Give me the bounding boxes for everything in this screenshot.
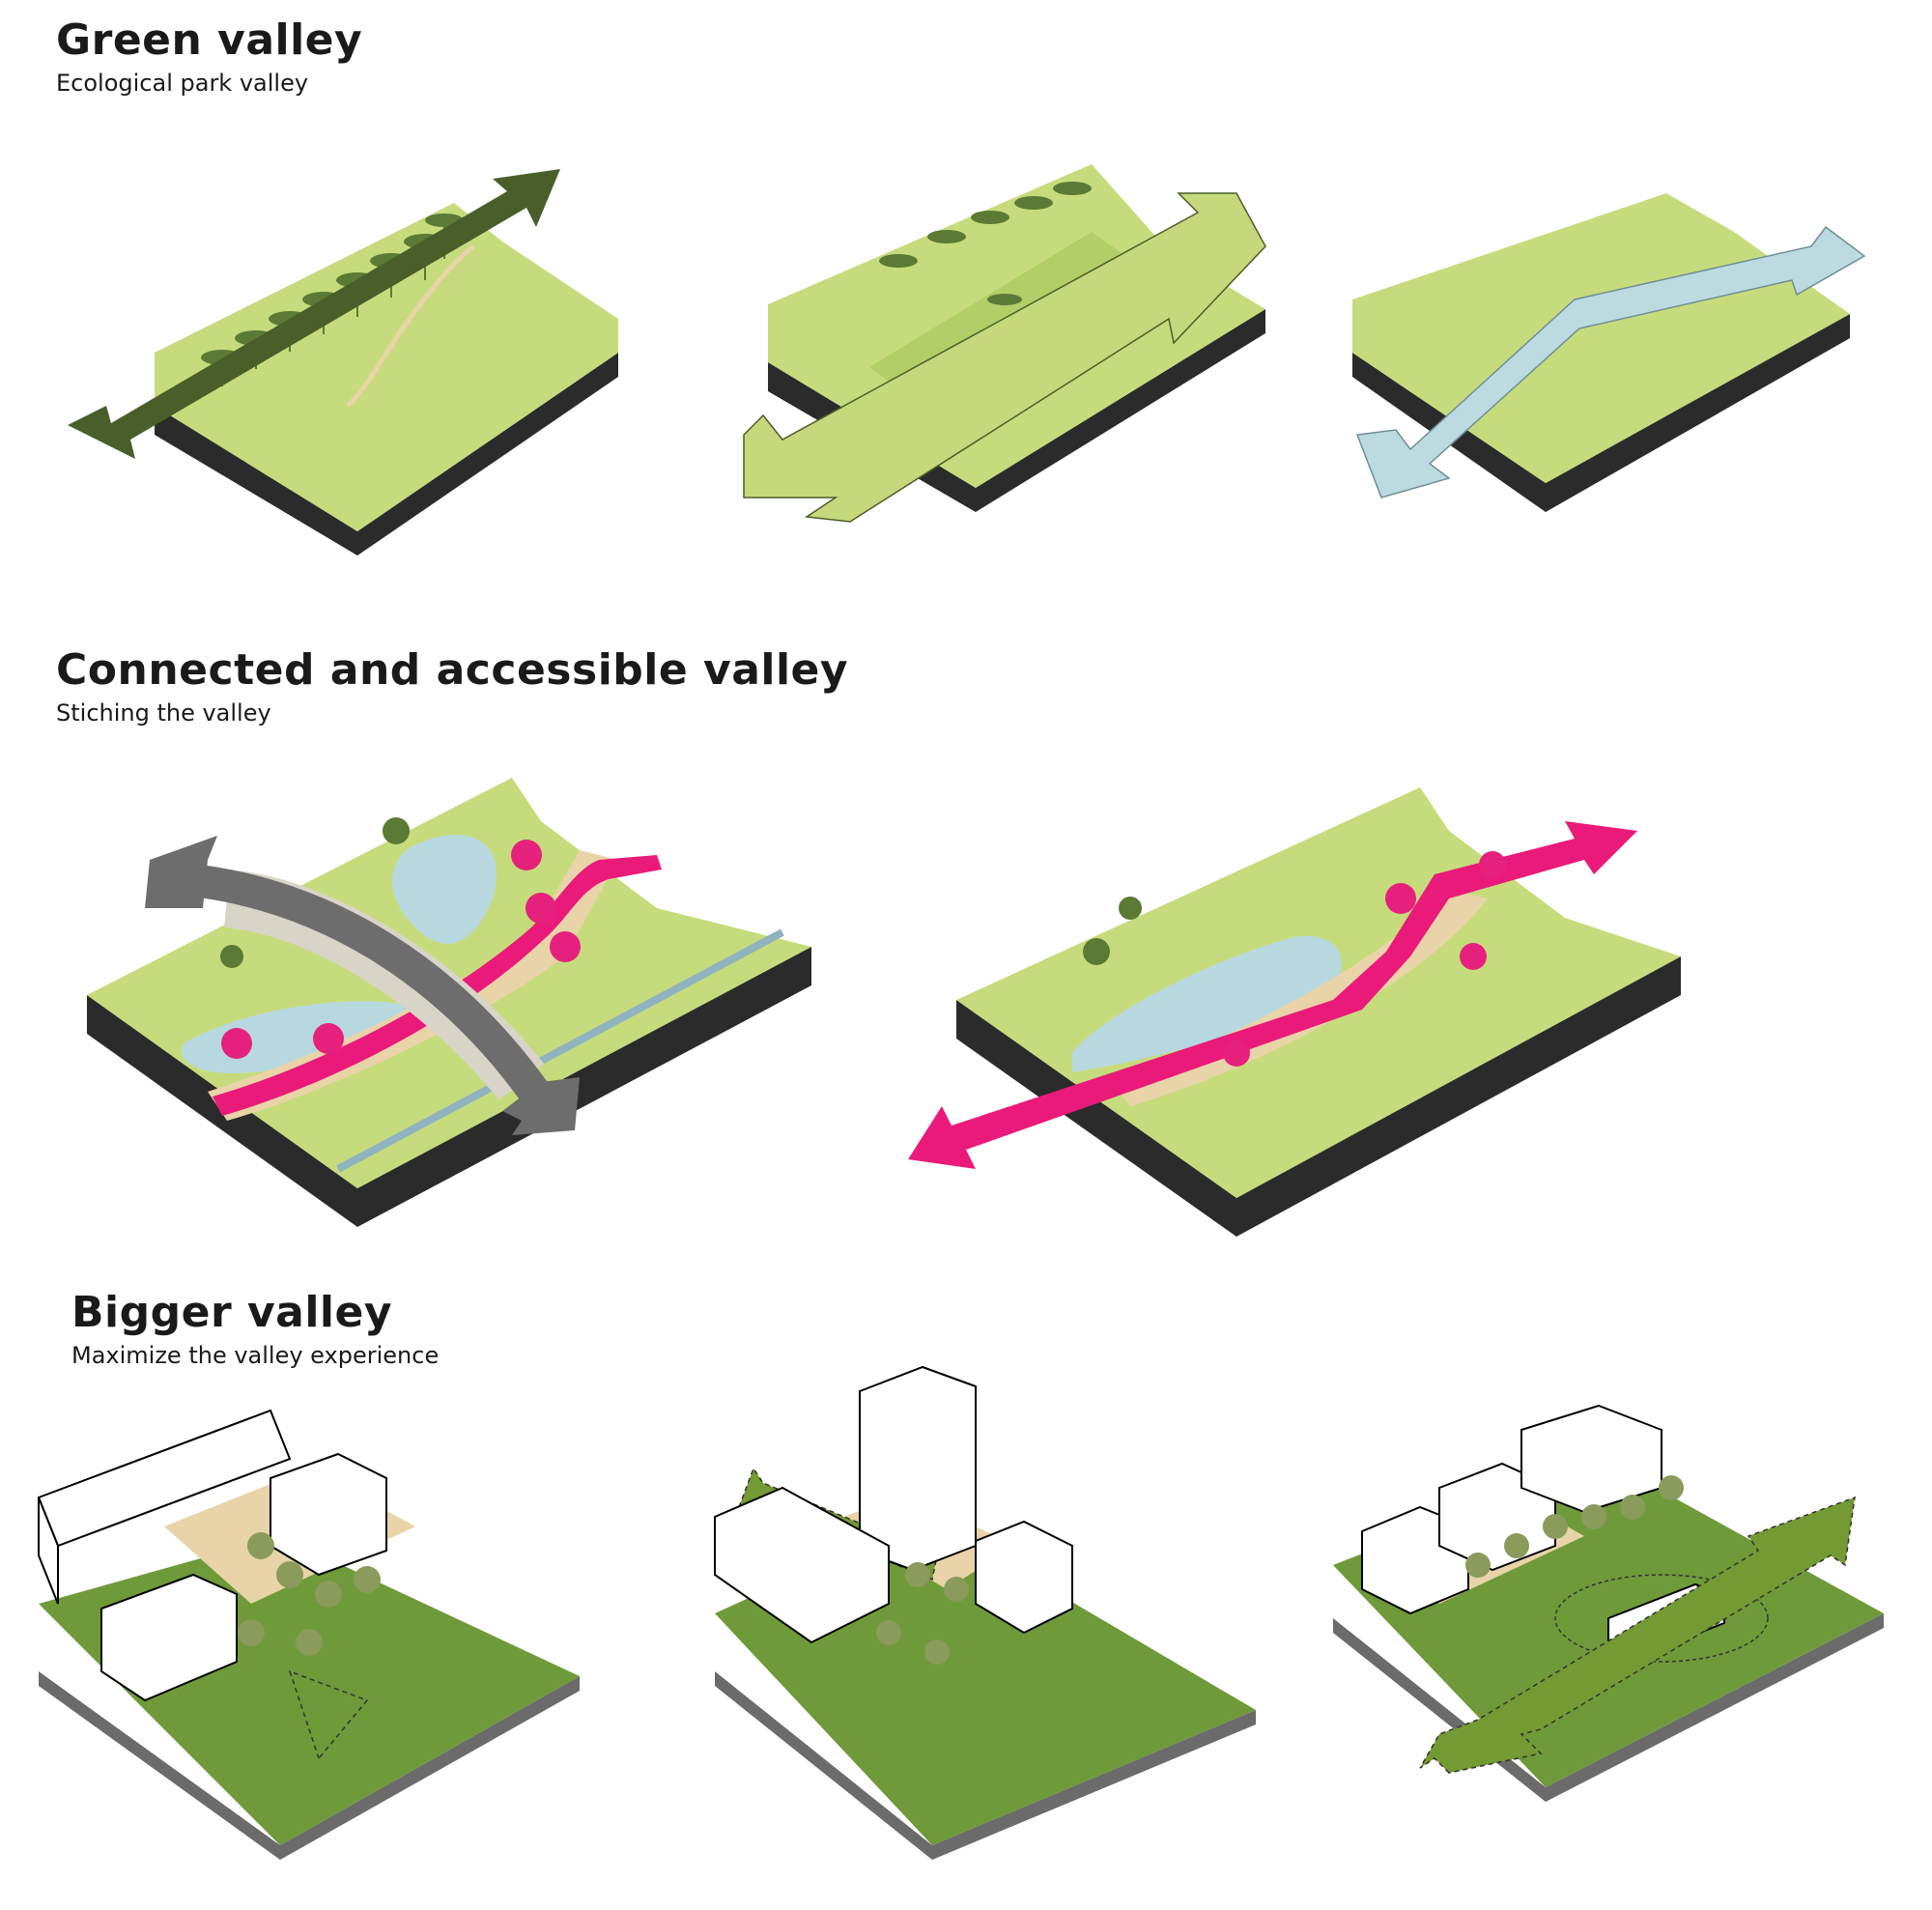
footpath [346, 244, 475, 408]
section-title: Bigger valley [71, 1288, 393, 1337]
tree-icon [511, 840, 542, 870]
terrain-top [155, 203, 618, 531]
terrain-base [155, 353, 618, 556]
section-subtitle: Stiching the valley [56, 699, 271, 727]
tree-icon [876, 1620, 901, 1645]
tree-icon [315, 1581, 342, 1608]
corridor-arrow [1355, 225, 1866, 499]
water-pond [1072, 935, 1342, 1072]
tree-icon [383, 817, 410, 844]
building-1-front [38, 1497, 59, 1605]
tree-icon [247, 1532, 274, 1559]
bridge-road [182, 863, 554, 1111]
tree-icon [296, 1629, 323, 1656]
road-arrow-start [145, 836, 217, 908]
bigger-valley-cross-axes-diagram [1333, 1404, 1884, 1802]
section-green-valley: Green valley Ecological park valley [56, 15, 363, 98]
tree-icon [905, 1562, 930, 1587]
tree-icon [879, 254, 918, 268]
tree-icon [924, 1639, 950, 1665]
green-valley-forest-corridor-diagram [68, 169, 618, 556]
tree-icon [1465, 1553, 1491, 1578]
tree-icon [1659, 1475, 1684, 1500]
tree-icon [1504, 1533, 1529, 1558]
tree-icon [220, 945, 243, 968]
terrain-base [1352, 314, 1850, 512]
loop-path [1554, 1574, 1769, 1663]
tree-icon [1581, 1504, 1606, 1529]
terrain-top [39, 1536, 580, 1845]
connected-valley-bridge-crossing-diagram [87, 778, 811, 1227]
green-valley-water-channel-diagram [1352, 193, 1866, 512]
tree-icon [550, 931, 581, 962]
corridor-arrow [68, 169, 560, 459]
connected-valley-pink-path-diagram [908, 787, 1681, 1237]
building-2 [270, 1452, 387, 1577]
tree-cluster [876, 1562, 969, 1665]
cross-arrow [1419, 1496, 1856, 1774]
section-bigger-valley: Bigger valley Maximize the valley experi… [71, 1288, 440, 1370]
tree-icon [221, 1028, 252, 1059]
tree-icon [238, 1619, 265, 1646]
tree-icon [313, 1023, 344, 1054]
section-subtitle: Maximize the valley experience [71, 1342, 440, 1370]
terrain-base [956, 956, 1681, 1237]
tree-icon [1083, 938, 1110, 965]
water-pond [392, 835, 497, 944]
corridor-arrow [908, 821, 1637, 1169]
tree-icon [1223, 1040, 1250, 1067]
tree-icon [1479, 851, 1506, 878]
tree-icon [1620, 1495, 1645, 1520]
tree-icon [1385, 883, 1416, 914]
tree-icon [1014, 196, 1053, 210]
bigger-valley-tower-diagram [714, 1365, 1256, 1860]
tree-icon [987, 294, 1022, 305]
section-title: Connected and accessible valley [56, 645, 849, 695]
corridor-arrow [743, 192, 1266, 523]
terrain-base [1333, 1565, 1884, 1802]
section-connected-valley: Connected and accessible valley Stiching… [56, 645, 849, 727]
tree-cluster [238, 1532, 381, 1656]
green-valley-meadow-corridor-diagram [743, 164, 1266, 523]
tree-icon [1460, 943, 1487, 970]
green-trees [220, 817, 410, 968]
tree-icon [276, 1561, 303, 1588]
bigger-valley-building-edge-diagram [37, 1409, 580, 1860]
building-2 [975, 1520, 1073, 1635]
green-trees [1083, 897, 1142, 965]
terrain-base [87, 947, 811, 1227]
section-title: Green valley [56, 15, 363, 65]
tree-icon [944, 1577, 969, 1602]
tree-cluster [1465, 1475, 1684, 1578]
tree-icon [354, 1566, 381, 1593]
pink-trees [1223, 851, 1506, 1067]
section-subtitle: Ecological park valley [56, 70, 309, 98]
building-1 [714, 1486, 890, 1644]
tree-icon [1053, 182, 1092, 195]
tree-icon [1119, 897, 1142, 920]
building-3 [100, 1573, 238, 1702]
tree-icon [971, 211, 1009, 224]
dashed-arrow [288, 1669, 369, 1760]
tree-cluster [879, 182, 1092, 373]
tree-icon [1543, 1514, 1568, 1539]
water-canal [336, 928, 784, 1173]
tree-icon [927, 230, 966, 243]
road-arrow-end [502, 1077, 580, 1135]
tree-icon [526, 893, 556, 924]
pink-trees [221, 840, 581, 1059]
